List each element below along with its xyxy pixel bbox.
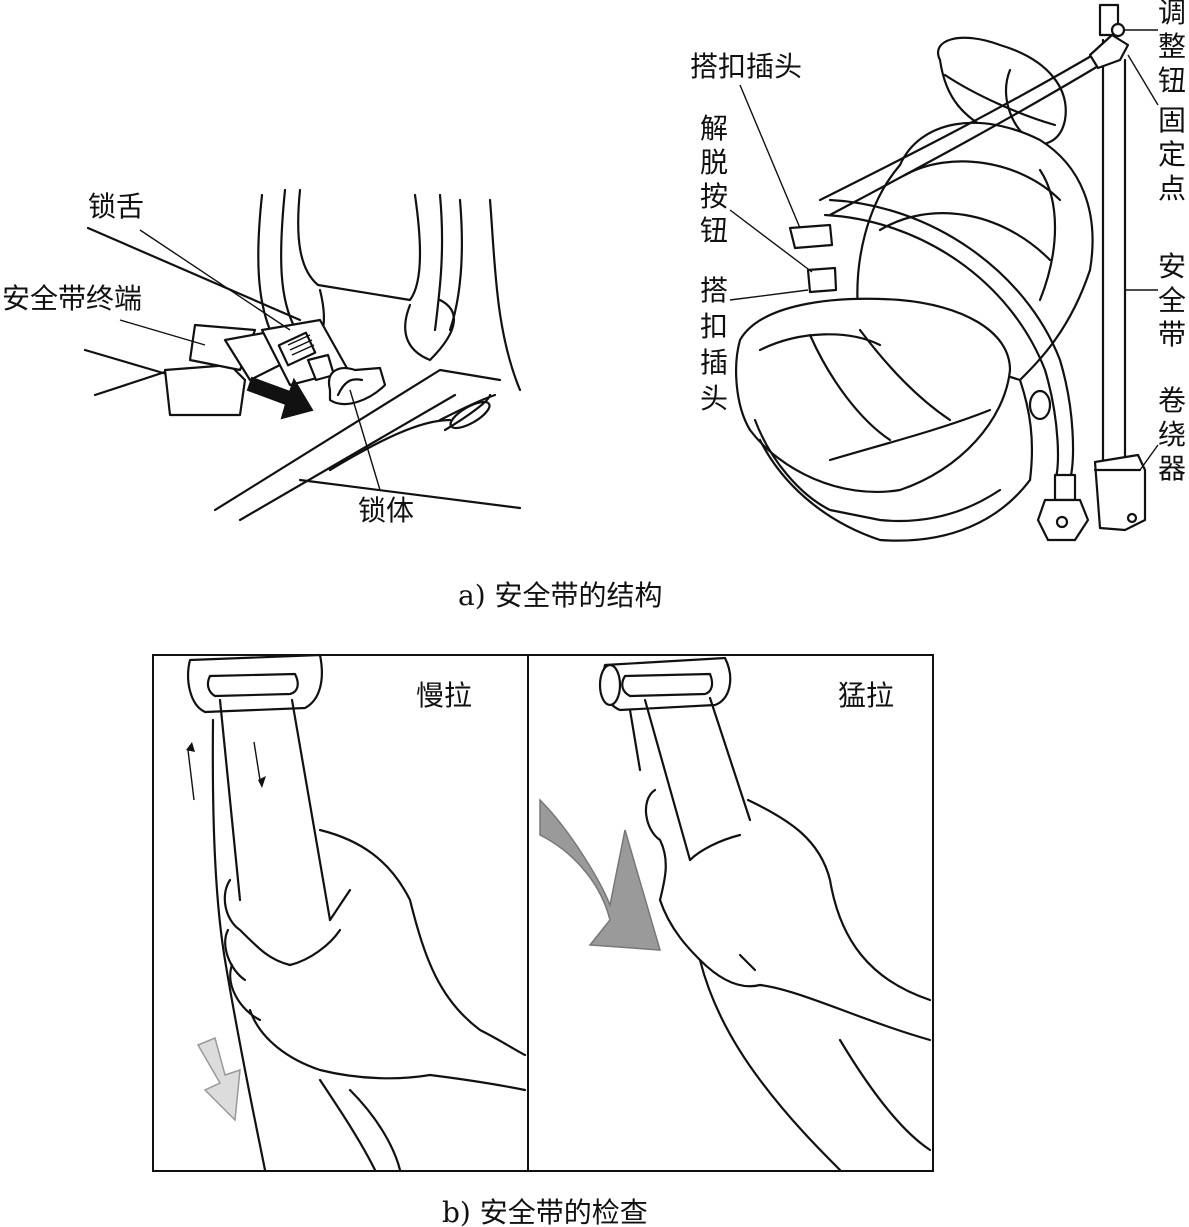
label-release-button-vertical: 解 脱 按 钮 [700,112,728,247]
label-hook-plug-bottom-char-4: 头 [700,382,728,415]
label-retractor-char-2: 绕 [1158,418,1186,451]
label-anchor-point-char-1: 固 [1158,104,1186,137]
label-belt-char-1: 安 [1158,250,1186,283]
label-slow-pull: 慢拉 [416,679,472,712]
label-hook-plug-bottom-char-1: 搭 [700,274,728,307]
label-adjust-knob-char-1: 调 [1158,0,1186,29]
caption-part-b: b) 安全带的检查 [442,1196,648,1227]
label-belt-end: 安全带终端 [2,282,142,315]
label-belt-char-2: 全 [1158,284,1186,317]
label-release-button-char-1: 解 [700,112,728,145]
label-retractor-char-1: 卷 [1158,384,1186,417]
label-adjust-knob-vertical: 调 整 钮 [1158,0,1186,97]
label-anchor-point-char-2: 定 [1158,138,1186,171]
fast-pull-drawing [539,656,932,1172]
label-hook-plug-bottom-char-3: 插 [700,346,728,379]
label-adjust-knob-char-2: 整 [1158,30,1186,63]
label-belt-vertical: 安 全 带 [1158,250,1186,351]
label-hook-plug-bottom-vertical: 搭 扣 插 头 [700,274,728,415]
label-adjust-knob-char-3: 钮 [1158,64,1186,97]
label-tongue: 锁舌 [88,190,144,223]
label-retractor-vertical: 卷 绕 器 [1158,384,1186,485]
check-panel-frame [152,654,934,1172]
label-buckle: 锁体 [358,494,414,527]
label-hook-plug-bottom-char-2: 扣 [700,310,728,343]
label-release-button-char-2: 脱 [700,146,728,179]
buckle-closeup-drawing [83,188,522,522]
label-anchor-point-char-3: 点 [1158,172,1186,205]
seat-drawing [729,3,1159,542]
label-belt-char-3: 带 [1158,318,1186,351]
label-release-button-char-3: 按 [700,180,728,213]
label-retractor-char-3: 器 [1158,452,1186,485]
caption-part-a: a) 安全带的结构 [458,579,663,612]
label-fast-pull: 猛拉 [838,679,894,712]
label-anchor-point-vertical: 固 定 点 [1158,104,1186,205]
slow-pull-drawing [186,653,527,1172]
label-hook-plug-top: 搭扣插头 [690,50,802,83]
label-release-button-char-4: 钮 [700,214,728,247]
